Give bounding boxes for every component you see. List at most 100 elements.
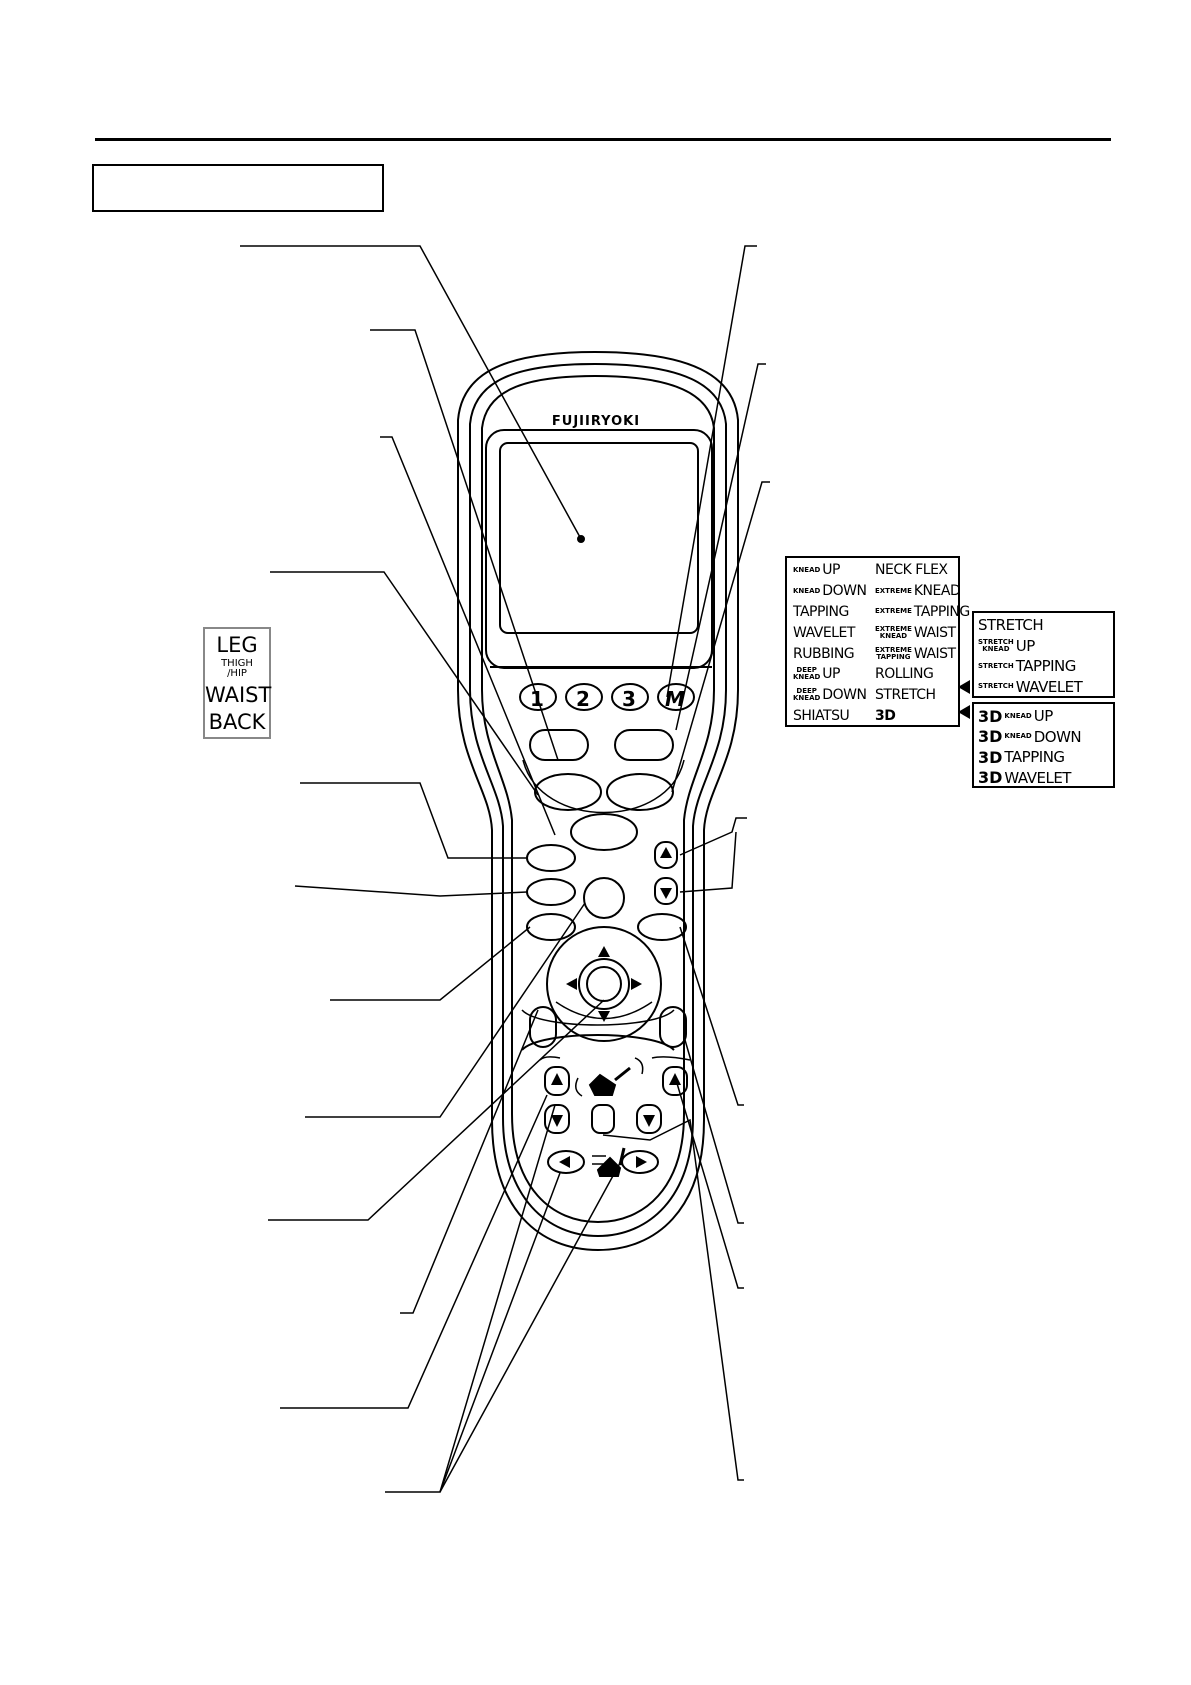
threed-label: WAVELET <box>1004 768 1071 787</box>
memory-button-1[interactable] <box>519 683 557 711</box>
body-part-leg: LEG <box>216 633 258 657</box>
mode-left-small-label: KNEAD <box>793 565 821 574</box>
leader-lines <box>240 245 770 1493</box>
dpad-left-icon[interactable] <box>566 978 577 990</box>
threed-pointer-icon <box>958 705 970 719</box>
footrest-chair-icon <box>592 1147 626 1177</box>
program-button-left[interactable] <box>534 773 602 811</box>
manual-button-1[interactable] <box>526 844 576 872</box>
power-button[interactable] <box>529 729 589 761</box>
direction-pad <box>546 926 662 1042</box>
stretch-label: STRETCH <box>978 616 1044 635</box>
threed-prefix: 3D <box>978 768 1003 788</box>
stop-button[interactable] <box>614 729 674 761</box>
mode-left-row: WAVELET <box>793 622 855 643</box>
backrest-down-button[interactable] <box>544 1104 570 1134</box>
mode-right-label: NECK FLEX <box>875 562 948 579</box>
mode-left-row: RUBBING <box>793 643 855 664</box>
enter-button[interactable] <box>586 966 622 1002</box>
footrest-right-icon <box>636 1156 647 1168</box>
threed-small-label: KNEAD <box>1004 732 1032 741</box>
mode-right-label: 3D <box>875 707 896 724</box>
threed-prefix: 3D <box>978 747 1003 767</box>
threed-small-label: KNEAD <box>1004 711 1032 720</box>
legrest-up-button[interactable] <box>662 1066 688 1096</box>
memory-button-3[interactable] <box>611 683 649 711</box>
strength-down-button[interactable] <box>654 877 678 905</box>
memory-button-m[interactable] <box>657 683 695 711</box>
stretch-small-label: STRETCH <box>978 682 1014 691</box>
mode-right-label: WAIST <box>913 645 956 662</box>
brand-logo: FUJIIRYOKI <box>552 414 640 429</box>
dpad-down-icon[interactable] <box>598 1011 610 1022</box>
threed-label: DOWN <box>1033 727 1082 746</box>
footrest-left-icon <box>559 1156 570 1168</box>
recline-chair-icon <box>575 1057 644 1097</box>
body-part-waist: WAIST <box>205 683 272 707</box>
strength-up-button[interactable] <box>654 841 678 869</box>
backrest-up-button[interactable] <box>544 1066 570 1096</box>
dpad-right-icon[interactable] <box>631 978 642 990</box>
program-button-center[interactable] <box>570 813 638 851</box>
legrest-down-icon <box>643 1115 655 1127</box>
memory-button-2[interactable] <box>565 683 603 711</box>
mode-right-label: KNEAD <box>913 583 961 600</box>
position-adjust-right[interactable] <box>659 1006 687 1048</box>
recline-reset-button[interactable] <box>591 1104 615 1134</box>
stretch-small-label: STRETCH KNEAD <box>978 637 1014 653</box>
mode-right-row: ROLLING <box>875 664 934 685</box>
manual-button-2[interactable] <box>526 878 576 906</box>
mode-left-label: DOWN <box>822 687 867 704</box>
legrest-down-button[interactable] <box>636 1104 662 1134</box>
memory-label-m: M <box>665 687 685 711</box>
mode-right-row: NECK FLEX <box>875 560 948 581</box>
mode-select-button[interactable] <box>583 877 625 919</box>
header-rule <box>95 138 1111 141</box>
mode-right-small-label: EXTREME KNEAD <box>875 624 912 640</box>
threed-label: TAPPING <box>1004 748 1065 767</box>
manual-button-3[interactable] <box>526 913 576 941</box>
stretch-label: UP <box>1015 636 1036 655</box>
memory-buttons <box>519 683 695 711</box>
program-button-right[interactable] <box>606 773 674 811</box>
dpad-up-icon[interactable] <box>598 946 610 957</box>
mode-left-label: TAPPING <box>793 603 849 620</box>
strength-up-icon <box>660 847 672 858</box>
backrest-down-icon <box>551 1115 563 1127</box>
mode-right-label: STRETCH <box>875 687 936 704</box>
mode-left-label: SHIATSU <box>793 707 850 724</box>
body-part-legend: LEG THIGH /HIP WAIST BACK <box>203 627 271 739</box>
legrest-up-icon <box>669 1073 681 1085</box>
mode-left-label: UP <box>822 562 840 579</box>
mode-left-small-label: DEEP KNEAD <box>793 666 821 682</box>
mode-right-small-label: EXTREME <box>875 607 912 616</box>
footrest-slide-left[interactable] <box>547 1150 585 1174</box>
mode-left-small-label: KNEAD <box>793 586 821 595</box>
mode-right-label: WAIST <box>913 624 956 641</box>
position-adjust-left[interactable] <box>529 1006 557 1048</box>
stretch-small-label: STRETCH <box>978 661 1014 670</box>
stretch-pointer-icon <box>958 680 970 694</box>
mode-left-label: UP <box>822 666 840 683</box>
mode-left-small-label: DEEP KNEAD <box>793 687 821 703</box>
body-part-thigh-hip: THIGH /HIP <box>221 658 253 679</box>
strength-down-icon <box>660 888 672 899</box>
dpad-arrows <box>551 680 970 1168</box>
mode-right-row: STRETCH <box>875 685 936 706</box>
timer-button[interactable] <box>637 913 687 941</box>
threed-prefix: 3D <box>978 727 1003 747</box>
